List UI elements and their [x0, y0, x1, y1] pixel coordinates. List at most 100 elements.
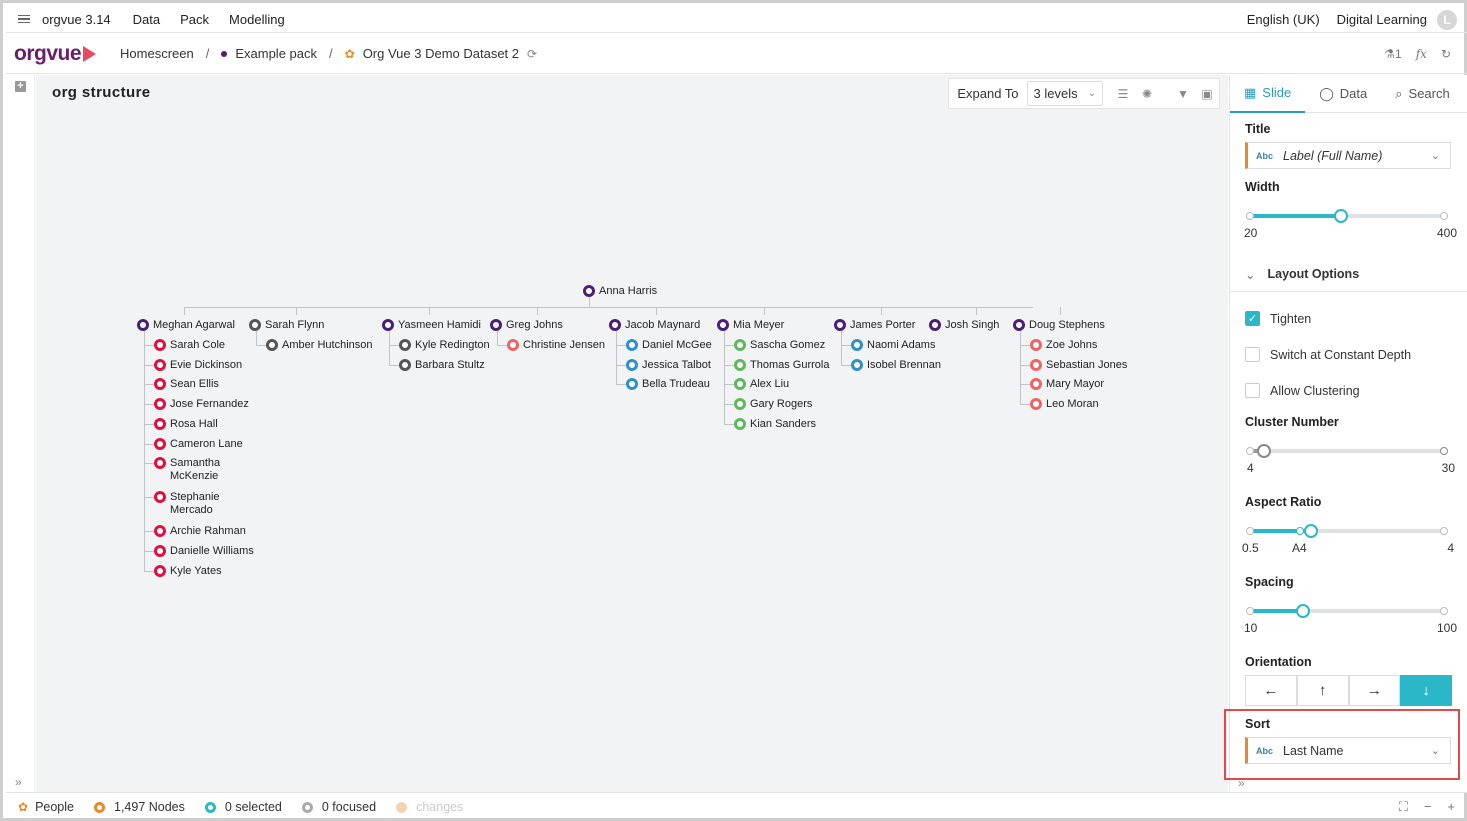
formula-icon[interactable]: fx [1415, 46, 1427, 61]
fullscreen-icon[interactable]: ⛶ [1398, 799, 1408, 814]
org-node-report[interactable]: Gary Rogers [734, 398, 812, 411]
workspace-selector[interactable]: Digital Learning [1336, 12, 1427, 27]
breadcrumb-home[interactable]: Homescreen [120, 46, 194, 61]
orgvue-logo[interactable]: orgvue [14, 42, 97, 66]
expand-left-icon[interactable]: » [15, 775, 22, 789]
org-node-report[interactable]: Sarah Cole [154, 339, 225, 352]
palette-icon[interactable]: ✺ [1141, 86, 1153, 101]
tab-search[interactable]: ⌕Search [1381, 75, 1463, 113]
org-node-report[interactable]: Amber Hutchinson [266, 339, 373, 352]
connector-line [497, 345, 507, 346]
node-marker-icon [851, 358, 863, 371]
refresh-icon[interactable]: ↻ [1440, 46, 1451, 61]
menu-data[interactable]: Data [132, 11, 161, 27]
org-node-report[interactable]: Kian Sanders [734, 417, 816, 431]
org-node-manager[interactable]: Josh Singh [929, 319, 999, 332]
node-marker-icon [490, 319, 502, 331]
status-nodes[interactable]: 1,497 Nodes [94, 800, 185, 814]
org-node-report[interactable]: Isobel Brennan [851, 358, 941, 372]
connector-line [184, 307, 185, 315]
hamburger-menu-icon[interactable] [18, 14, 30, 24]
org-node-manager[interactable]: Meghan Agarwal [137, 319, 235, 332]
list-view-icon[interactable]: ☰ [1117, 86, 1129, 101]
orient-down-button[interactable]: ↓ [1400, 675, 1452, 706]
org-node-report[interactable]: Kyle Redington [399, 339, 490, 352]
org-node-report[interactable]: Danielle Williams [154, 544, 254, 558]
org-node-report[interactable]: Thomas Gurrola [734, 358, 830, 372]
org-node-manager[interactable]: Yasmeen Hamidi [382, 319, 481, 332]
status-entity[interactable]: ✿People [18, 800, 74, 814]
orient-right-button[interactable]: → [1348, 675, 1401, 706]
org-node-report[interactable]: Evie Dickinson [154, 358, 242, 372]
breadcrumb-pack[interactable]: Example pack [235, 46, 317, 61]
org-node-report[interactable]: Archie Rahman [154, 525, 246, 538]
org-node-report[interactable]: Sebastian Jones [1030, 358, 1127, 372]
org-node-report[interactable]: Jessica Talbot [626, 358, 711, 372]
clustering-checkbox[interactable]: Allow Clustering [1245, 383, 1360, 398]
node-marker-icon [834, 319, 846, 331]
node-label: Thomas Gurrola [750, 358, 830, 371]
org-node-report[interactable]: Mary Mayor [1030, 378, 1104, 391]
tighten-checkbox[interactable]: ✓ Tighten [1245, 311, 1311, 326]
orient-left-button[interactable]: ← [1245, 675, 1297, 706]
aspect-slider[interactable] [1246, 524, 1448, 538]
org-node-report[interactable]: Leo Moran [1030, 398, 1099, 411]
org-node-manager[interactable]: Greg Johns [490, 319, 563, 332]
status-focused[interactable]: 0 focused [301, 800, 376, 814]
org-node-manager[interactable]: Sarah Flynn [249, 319, 324, 332]
menu-modelling[interactable]: Modelling [229, 11, 285, 27]
org-node-manager[interactable]: James Porter [834, 319, 915, 332]
breadcrumb-dataset[interactable]: Org Vue 3 Demo Dataset 2 [362, 46, 520, 61]
layout-options-section[interactable]: ⌄ Layout Options [1230, 257, 1467, 292]
org-node-report[interactable]: Zoe Johns [1030, 339, 1097, 352]
connector-line [616, 384, 626, 386]
connector-line [656, 307, 657, 315]
org-node-report[interactable]: Sascha Gomez [734, 339, 825, 352]
org-node-manager[interactable]: Mia Meyer [717, 319, 784, 332]
breadcrumb-separator: / [329, 46, 333, 61]
zoom-out-icon[interactable]: − [1423, 799, 1432, 814]
connector-line [144, 570, 154, 572]
tab-data[interactable]: ◯Data [1305, 75, 1381, 113]
org-node-report[interactable]: Kyle Yates [154, 564, 222, 578]
expand-to-select[interactable]: 3 levels ⌄ [1026, 81, 1103, 106]
org-node-manager[interactable]: Doug Stephens [1013, 319, 1105, 332]
org-node-report[interactable]: Barbara Stultz [399, 358, 485, 372]
sort-dropdown[interactable]: Abc Last Name ⌄ [1245, 737, 1451, 764]
spacing-slider[interactable] [1246, 604, 1448, 618]
orient-up-button[interactable]: ↑ [1296, 675, 1349, 706]
org-node-report[interactable]: Alex Liu [734, 378, 789, 391]
menu-pack[interactable]: Pack [180, 11, 210, 27]
node-marker-icon [609, 319, 621, 331]
org-node-root[interactable]: Anna Harris [583, 285, 657, 298]
constant-depth-checkbox[interactable]: Switch at Constant Depth [1245, 347, 1411, 362]
collapse-panel-icon[interactable]: » [1238, 776, 1245, 790]
org-node-report[interactable]: Cameron Lane [154, 437, 243, 451]
tab-slide[interactable]: ▦Slide [1230, 75, 1306, 113]
add-icon[interactable]: + [15, 81, 26, 92]
org-node-report[interactable]: Daniel McGee [626, 339, 712, 352]
org-node-manager[interactable]: Jacob Maynard [609, 319, 700, 332]
org-node-report[interactable]: Christine Jensen [507, 339, 605, 352]
org-node-report[interactable]: Jose Fernandez [154, 398, 249, 411]
node-marker-icon [154, 339, 166, 351]
connector-line [1020, 384, 1030, 386]
zoom-in-icon[interactable]: + [1447, 799, 1455, 814]
width-slider[interactable] [1246, 209, 1448, 223]
cluster-slider[interactable] [1246, 444, 1448, 458]
filter-icon[interactable]: ▼ [1177, 86, 1189, 101]
sync-icon[interactable]: ⟳ [527, 46, 538, 61]
user-avatar[interactable]: L [1437, 9, 1457, 30]
org-node-report[interactable]: Stephanie Mercado [154, 491, 240, 517]
title-dropdown[interactable]: Abc Label (Full Name) ⌄ [1245, 142, 1451, 169]
org-node-report[interactable]: Samantha McKenzie [154, 457, 240, 483]
org-node-report[interactable]: Bella Trudeau [626, 378, 710, 391]
panel-toggle-icon[interactable]: ▣ [1201, 86, 1213, 101]
org-node-report[interactable]: Naomi Adams [851, 339, 935, 352]
status-selected[interactable]: 0 selected [204, 800, 282, 814]
org-node-report[interactable]: Sean Ellis [154, 378, 219, 391]
org-node-report[interactable]: Rosa Hall [154, 417, 218, 431]
language-selector[interactable]: English (UK) [1246, 12, 1320, 27]
user-count-icon[interactable]: ⚗1 [1384, 46, 1402, 61]
chart-canvas[interactable]: org structure Expand To 3 levels ⌄ ☰ ✺ ▼… [36, 75, 1228, 792]
